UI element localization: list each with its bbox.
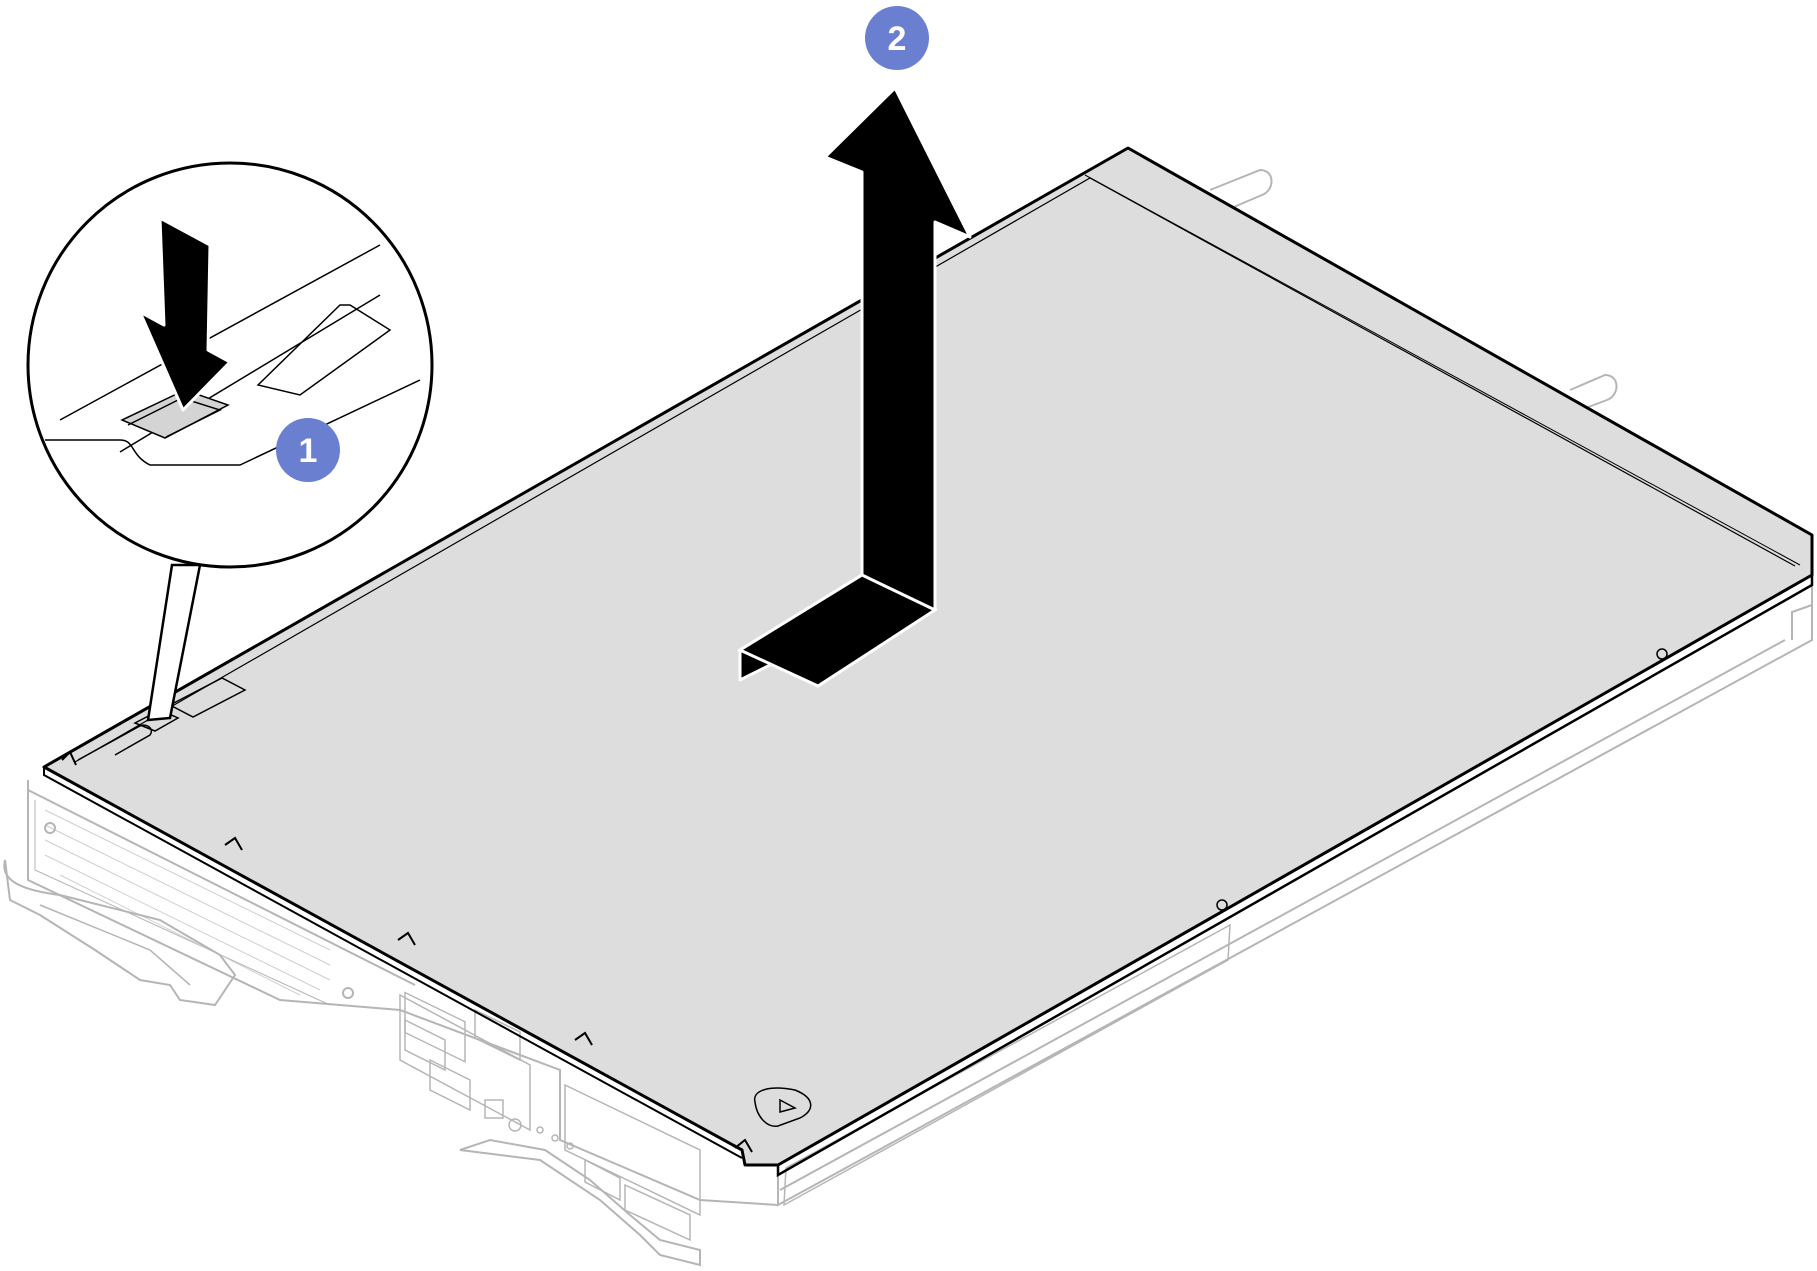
front-mesh xyxy=(44,809,331,996)
svg-text:1: 1 xyxy=(299,432,318,470)
cover-notches xyxy=(61,750,753,1153)
release-lever-right xyxy=(459,1138,701,1267)
svg-text:2: 2 xyxy=(888,20,907,58)
release-lever-left xyxy=(3,859,237,1007)
cover-triangle-marker xyxy=(754,1087,812,1127)
top-cover xyxy=(42,146,1814,1178)
press-down-arrow xyxy=(138,216,232,412)
step-2-badge: 2 xyxy=(865,6,929,70)
node-tray xyxy=(3,168,1813,1267)
cover-panel xyxy=(42,146,1814,1167)
step-1-badge: 1 xyxy=(276,418,340,482)
io-ports xyxy=(399,991,701,1242)
lift-arrow xyxy=(736,86,972,688)
